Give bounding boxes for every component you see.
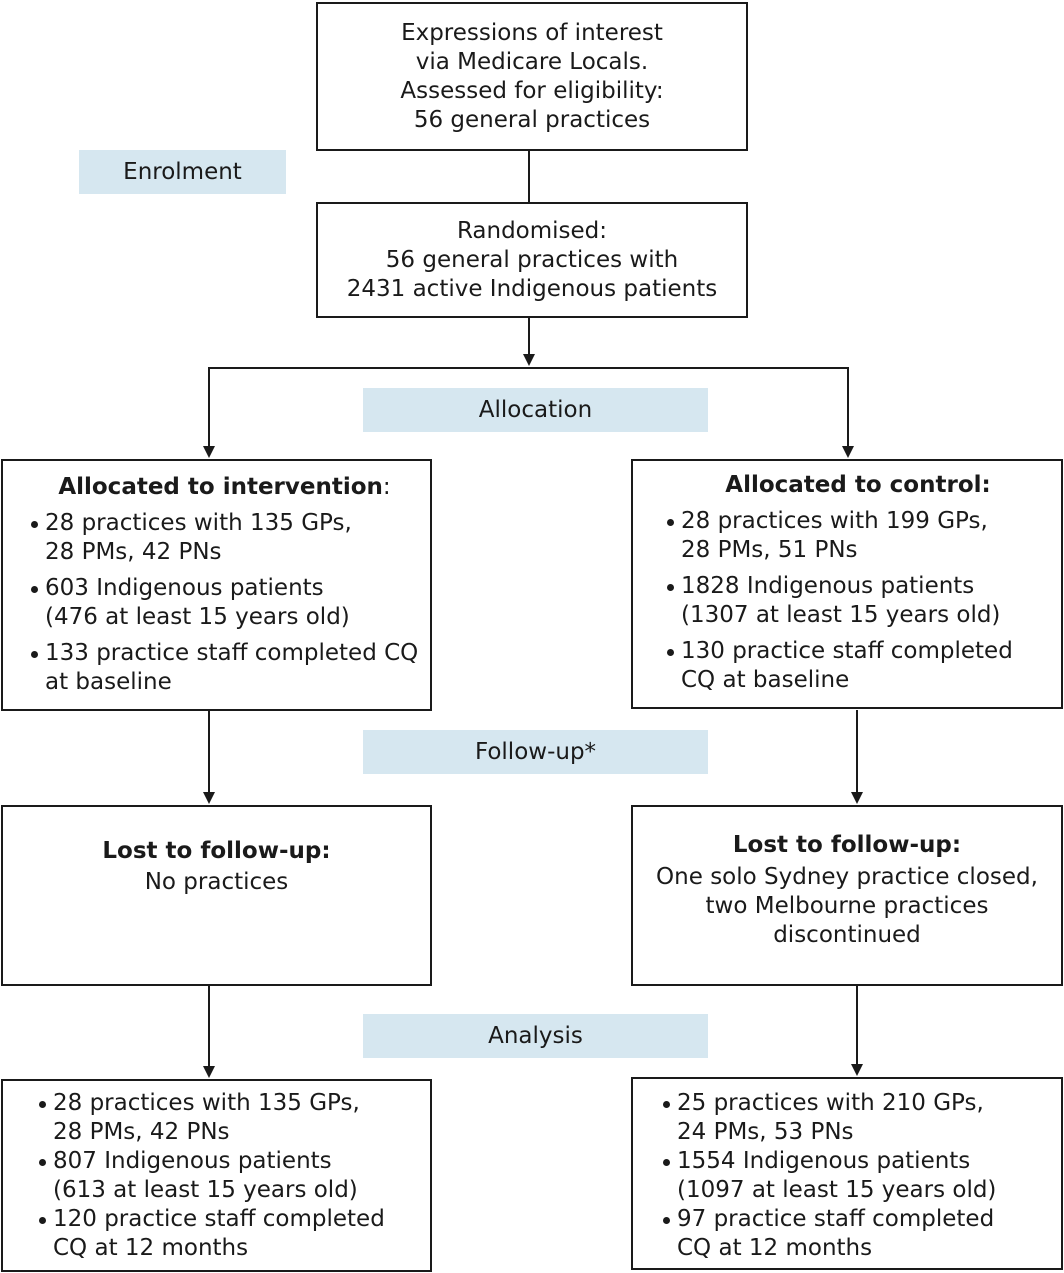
control-lost-title: Lost to follow-up: xyxy=(732,832,962,858)
list-item: 807 Indigenous patients(613 at least 15 … xyxy=(37,1147,420,1205)
assessment-line: 56 general practices xyxy=(413,106,651,133)
intervention-title-text: Allocated to intervention xyxy=(58,474,383,500)
intervention-analysis-box: 28 practices with 135 GPs,28 PMs, 42 PNs… xyxy=(1,1079,432,1272)
list-item: 1828 Indigenous patients(1307 at least 1… xyxy=(665,572,1051,630)
list-item: 28 practices with 135 GPs,28 PMs, 42 PNs xyxy=(37,1089,420,1147)
stage-label-allocation-text: Allocation xyxy=(478,397,593,423)
assessment-line: Assessed for eligibility: xyxy=(400,77,664,104)
control-allocation-box: Allocated to control: 28 practices with … xyxy=(631,459,1063,709)
randomised-line: 56 general practices with xyxy=(385,246,679,273)
control-analysis-list: 25 practices with 210 GPs,24 PMs, 53 PNs… xyxy=(661,1089,1051,1263)
intervention-lost-box: Lost to follow-up: No practices xyxy=(1,805,432,986)
stage-label-enrolment-text: Enrolment xyxy=(123,159,242,185)
intervention-allocation-title: Allocated to intervention: xyxy=(29,473,420,502)
assessment-line: Expressions of interest xyxy=(401,19,663,46)
randomised-line: Randomised: xyxy=(456,217,608,244)
randomised-line: 2431 active Indigenous patients xyxy=(346,275,718,302)
control-allocation-list: 28 practices with 199 GPs,28 PMs, 51 PNs… xyxy=(665,507,1051,695)
intervention-allocation-box: Allocated to intervention: 28 practices … xyxy=(1,459,432,711)
list-item: 25 practices with 210 GPs,24 PMs, 53 PNs xyxy=(661,1089,1051,1147)
stage-label-analysis: Analysis xyxy=(363,1014,708,1058)
intervention-title-colon: : xyxy=(382,474,391,500)
arrow-split-to-intervention xyxy=(203,367,529,458)
control-lost-line: two Melbourne practices xyxy=(705,893,989,919)
intervention-lost-line: No practices xyxy=(144,869,289,895)
assessment-line: via Medicare Locals. xyxy=(415,48,649,75)
stage-label-follow-up: Follow-up* xyxy=(363,730,708,774)
intervention-lost-title: Lost to follow-up: xyxy=(102,838,331,864)
control-lost-box: Lost to follow-up: One solo Sydney pract… xyxy=(631,805,1063,986)
stage-label-analysis-text: Analysis xyxy=(488,1023,583,1049)
list-item: 603 Indigenous patients(476 at least 15 … xyxy=(29,574,420,632)
control-lost-line: discontinued xyxy=(773,922,921,948)
randomised-box: Randomised: 56 general practices with 24… xyxy=(316,202,748,318)
list-item: 28 practices with 199 GPs,28 PMs, 51 PNs xyxy=(665,507,1051,565)
stage-label-enrolment: Enrolment xyxy=(79,150,286,194)
control-allocation-title: Allocated to control: xyxy=(725,472,991,498)
arrow-split-to-control xyxy=(529,367,854,458)
list-item: 28 practices with 135 GPs,28 PMs, 42 PNs xyxy=(29,509,420,567)
list-item: 1554 Indigenous patients(1097 at least 1… xyxy=(661,1147,1051,1205)
control-analysis-box: 25 practices with 210 GPs,24 PMs, 53 PNs… xyxy=(631,1077,1063,1270)
stage-label-allocation: Allocation xyxy=(363,388,708,432)
intervention-allocation-list: 28 practices with 135 GPs,28 PMs, 42 PNs… xyxy=(29,509,420,697)
control-lost-line: One solo Sydney practice closed, xyxy=(656,864,1038,890)
intervention-analysis-list: 28 practices with 135 GPs,28 PMs, 42 PNs… xyxy=(37,1089,420,1263)
stage-label-follow-up-text: Follow-up* xyxy=(474,739,597,765)
eligibility-assessment-box: Expressions of interest via Medicare Loc… xyxy=(316,2,748,151)
